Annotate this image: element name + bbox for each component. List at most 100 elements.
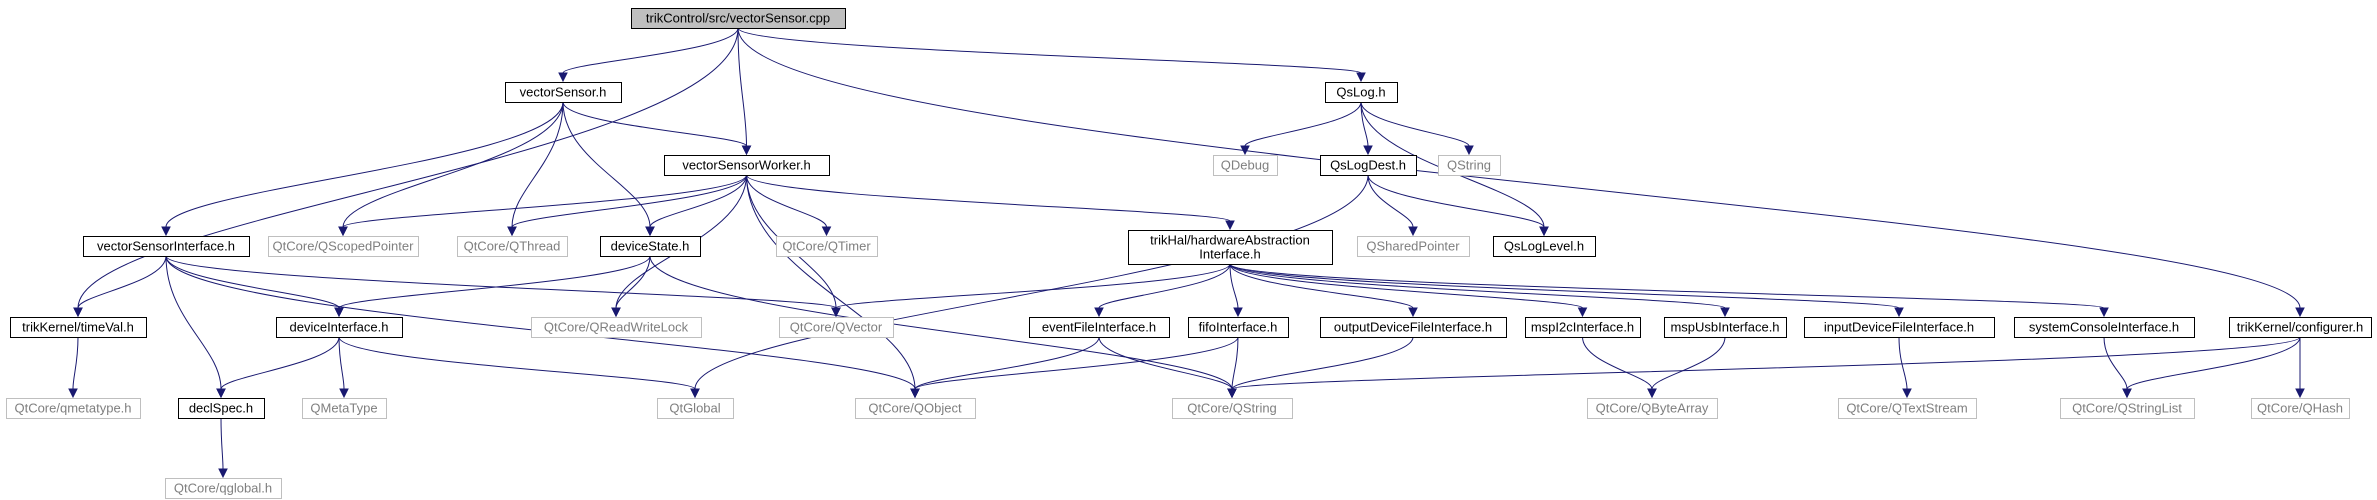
edge-root-to-configurer_h: [737, 27, 2305, 318]
node-label: QtGlobal: [669, 401, 720, 416]
node-eventfile-h[interactable]: eventFileInterface.h: [1029, 317, 1170, 338]
node-label: QtCore/QTimer: [782, 239, 871, 254]
edge-qslogdest_h-to-qsharedptr: [1367, 174, 1418, 237]
node-label: QtCore/qglobal.h: [174, 481, 272, 496]
edge-vsw_h-to-qthread: [507, 174, 747, 237]
node-label: QString: [1447, 158, 1491, 173]
edge-devif_h-to-qmetatype: [338, 336, 349, 399]
edge-mspi2c_h-to-qbytearray: [1582, 336, 1657, 399]
edge-root-to-timeval_h: [73, 27, 739, 318]
node-mspusb-h[interactable]: mspUsbInterface.h: [1664, 317, 1787, 338]
node-label: QtCore/QThread: [464, 239, 561, 254]
edge-vsw_h-to-devstate_h: [645, 174, 747, 237]
node-label: QtCore/QObject: [868, 401, 962, 416]
node-root[interactable]: trikControl/src/vectorSensor.cpp: [631, 8, 846, 29]
edge-indev_h-to-qtextstream: [1898, 336, 1912, 399]
edge-qslogdest_h-to-qsloglevel_h: [1367, 174, 1549, 237]
edge-mspusb_h-to-qbytearray: [1647, 336, 1726, 399]
edge-hal_h-to-eventfile_h: [1094, 263, 1231, 318]
node-indev-h[interactable]: inputDeviceFileInterface.h: [1804, 317, 1995, 338]
node-vsw-h[interactable]: vectorSensorWorker.h: [664, 155, 830, 176]
node-label: QtCore/QVector: [790, 320, 883, 335]
edge-devif_h-to-qtglobal: [338, 336, 700, 399]
edge-qslog_h-to-qdebug: [1240, 101, 1362, 156]
edge-hal_h-to-mspi2c_h: [1229, 263, 1588, 318]
edge-configurer_h-to-qcore_qstring: [1227, 336, 2301, 399]
node-label: QtCore/QByteArray: [1596, 401, 1709, 416]
node-syscons-h[interactable]: systemConsoleInterface.h: [2014, 317, 2195, 338]
node-qmetatype-h: QtCore/qmetatype.h: [6, 398, 141, 419]
node-qhash: QtCore/QHash: [2251, 398, 2350, 419]
node-label: QtCore/QString: [1187, 401, 1277, 416]
node-label: QtCore/QTextStream: [1846, 401, 1967, 416]
node-qthread: QtCore/QThread: [457, 236, 568, 257]
edge-hal_h-to-fifo_h: [1229, 263, 1243, 318]
edge-timeval_h-to-qmetatype_h: [68, 336, 79, 399]
edge-vsi_h-to-timeval_h: [73, 255, 167, 318]
node-fifo-h[interactable]: fifoInterface.h: [1188, 317, 1289, 338]
node-label: inputDeviceFileInterface.h: [1824, 320, 1974, 335]
edge-hal_h-to-outdev_h: [1229, 263, 1418, 318]
edge-eventfile_h-to-qcore_qstring: [1098, 336, 1237, 399]
node-qsloglevel-h[interactable]: QsLogLevel.h: [1493, 236, 1596, 257]
node-vsi-h[interactable]: vectorSensorInterface.h: [83, 236, 250, 257]
edge-root-to-qslog_h: [737, 27, 1366, 83]
edge-devif_h-to-declspec_h: [216, 336, 340, 399]
node-devif-h[interactable]: deviceInterface.h: [276, 317, 403, 338]
node-qscopedptr: QtCore/QScopedPointer: [268, 236, 419, 257]
edge-vs_h-to-devstate_h: [562, 101, 655, 237]
node-qslog-h[interactable]: QsLog.h: [1325, 82, 1398, 103]
edge-vsw_h-to-qtimer: [746, 174, 832, 237]
edge-vs_h-to-qscopedptr: [338, 101, 564, 237]
edge-vsw_h-to-qobject: [746, 174, 920, 399]
node-devstate-h[interactable]: deviceState.h: [600, 236, 701, 257]
edge-outdev_h-to-qcore_qstring: [1227, 336, 1414, 399]
node-label: fifoInterface.h: [1199, 320, 1278, 335]
node-label: trikHal/hardwareAbstraction: [1150, 233, 1310, 248]
edge-hal_h-to-syscons_h: [1229, 263, 2109, 318]
node-timeval-h[interactable]: trikKernel/timeVal.h: [10, 317, 147, 338]
node-vs-h[interactable]: vectorSensor.h: [505, 82, 622, 103]
edge-vsw_h-to-qscopedptr: [338, 174, 747, 237]
node-label: deviceInterface.h: [289, 320, 388, 335]
node-qstring: QString: [1438, 155, 1501, 176]
edge-vs_h-to-vsw_h: [562, 101, 752, 156]
edge-configurer_h-to-qhash: [2295, 337, 2305, 399]
node-qvector: QtCore/QVector: [779, 317, 894, 338]
node-label: mspI2cInterface.h: [1531, 320, 1634, 335]
edge-declspec_h-to-qglobal_h: [218, 417, 228, 479]
node-outdev-h[interactable]: outputDeviceFileInterface.h: [1320, 317, 1507, 338]
edge-vsw_h-to-hal_h: [746, 174, 1235, 231]
node-label: vectorSensorInterface.h: [97, 239, 235, 254]
node-label: QtCore/QHash: [2257, 401, 2343, 416]
node-mspi2c-h[interactable]: mspI2cInterface.h: [1525, 317, 1641, 338]
node-label: deviceState.h: [611, 239, 690, 254]
node-label: QDebug: [1221, 158, 1269, 173]
node-label: vectorSensor.h: [520, 85, 607, 100]
edge-qslog_h-to-qstring: [1360, 101, 1474, 156]
edge-configurer_h-to-qstringlist: [2122, 336, 2301, 399]
node-label: declSpec.h: [189, 401, 253, 416]
node-qtimer: QtCore/QTimer: [776, 236, 878, 257]
edge-hal_h-to-qvector: [831, 263, 1231, 318]
node-label: mspUsbInterface.h: [1670, 320, 1779, 335]
node-label: QsLogDest.h: [1330, 158, 1406, 173]
node-label: QtCore/QReadWriteLock: [544, 320, 689, 335]
node-qslogdest-h[interactable]: QsLogDest.h: [1320, 155, 1417, 176]
node-qobject: QtCore/QObject: [855, 398, 976, 419]
node-label: Interface.h: [1199, 247, 1260, 262]
node-configurer-h[interactable]: trikKernel/configurer.h: [2229, 317, 2372, 338]
node-label: QtCore/qmetatype.h: [14, 401, 131, 416]
node-qbytearray: QtCore/QByteArray: [1587, 398, 1718, 419]
edge-devstate_h-to-qrwlock: [611, 255, 651, 318]
node-qglobal-h: QtCore/qglobal.h: [165, 478, 282, 499]
edge-root-to-vs_h: [558, 27, 739, 83]
edge-vs_h-to-vsi_h: [161, 101, 564, 237]
node-label: QtCore/QStringList: [2072, 401, 2182, 416]
edge-fifo_h-to-qobject: [910, 336, 1239, 399]
node-declspec-h[interactable]: declSpec.h: [178, 398, 265, 419]
node-label: trikKernel/timeVal.h: [22, 320, 134, 335]
node-qcore-qstring: QtCore/QString: [1172, 398, 1293, 419]
